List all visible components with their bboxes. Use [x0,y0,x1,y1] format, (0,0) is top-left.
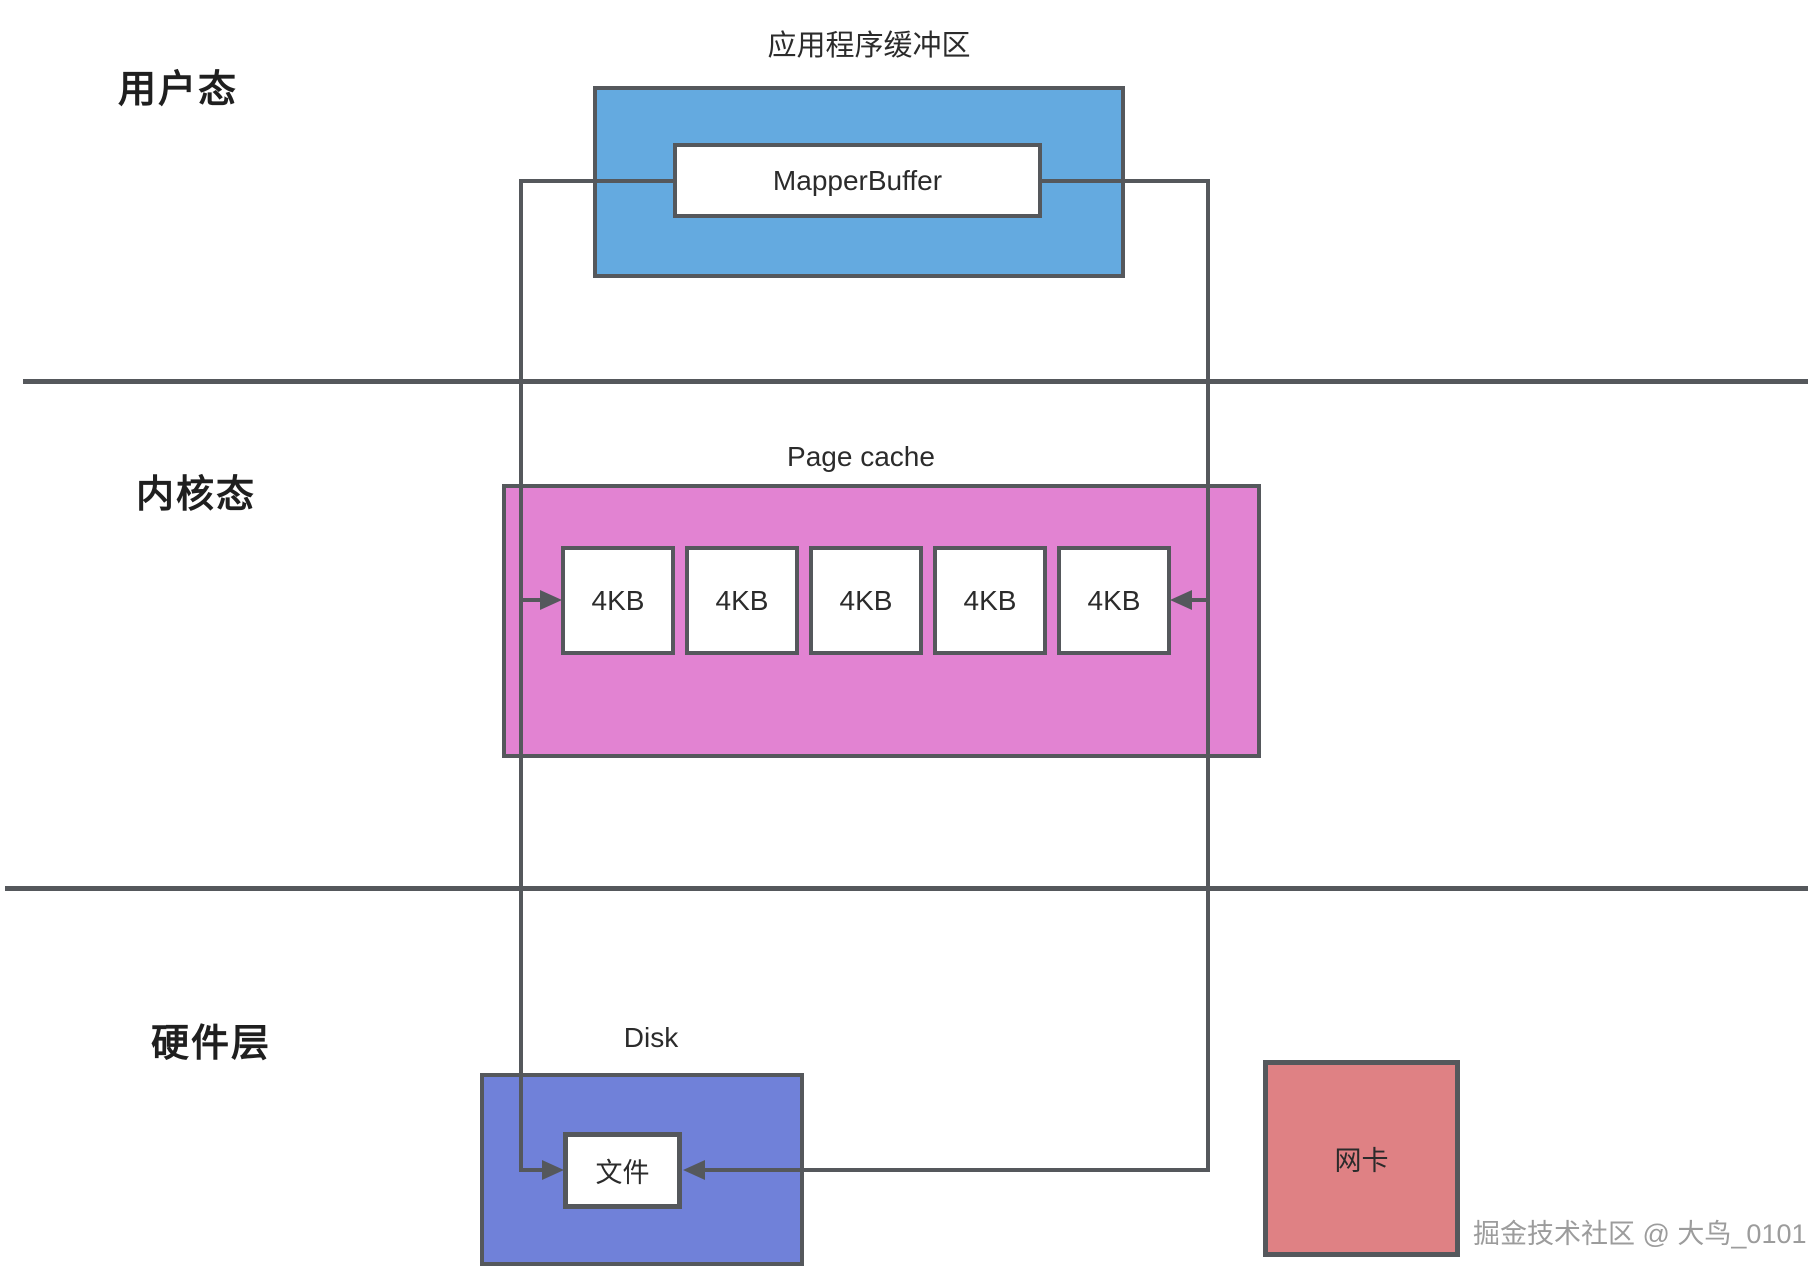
nic-label: 网卡 [1334,1146,1389,1176]
connector-into-file-left [521,1168,547,1172]
connector-right-vertical [1206,179,1210,1172]
page-block-label: 4KB [1087,584,1141,616]
layer-label-kernel-mode: 内核态 [136,474,257,516]
page-block: 4KB [1057,546,1171,655]
layer-label-hardware: 硬件层 [151,1023,272,1065]
file-box: 文件 [563,1132,682,1209]
connector-into-pagecache-right [1186,598,1210,602]
connector-into-file-right [700,1168,1210,1172]
mapper-buffer-label: MapperBuffer [772,164,943,196]
page-block-label: 4KB [591,584,645,616]
arrowhead-left-icon [1170,590,1192,610]
mapper-buffer-box: MapperBuffer [673,143,1042,218]
connector-right-horizontal [1038,179,1210,183]
arrowhead-left-icon [683,1160,705,1180]
connector-into-pagecache-left [521,598,545,602]
page-block: 4KB [561,546,675,655]
page-block-label: 4KB [715,584,769,616]
connector-left-vertical [519,179,523,1172]
page-cache-title: Page cache [787,441,935,472]
page-block: 4KB [685,546,799,655]
page-block-label: 4KB [963,584,1017,616]
app-buffer-title: 应用程序缓冲区 [767,30,971,62]
watermark: 掘金技术社区 @ 大鸟_0101 [1473,1219,1807,1249]
nic-box: 网卡 [1263,1060,1460,1257]
page-block: 4KB [933,546,1047,655]
divider-kernel-hardware [5,886,1808,891]
disk-title: Disk [623,1022,679,1053]
page-block-label: 4KB [839,584,893,616]
file-label: 文件 [595,1158,650,1188]
page-block: 4KB [809,546,923,655]
layer-label-user-mode: 用户态 [118,69,239,111]
connector-left-horizontal [519,179,677,183]
arrowhead-right-icon [542,1160,564,1180]
divider-user-kernel [23,379,1808,384]
arrowhead-right-icon [540,590,562,610]
